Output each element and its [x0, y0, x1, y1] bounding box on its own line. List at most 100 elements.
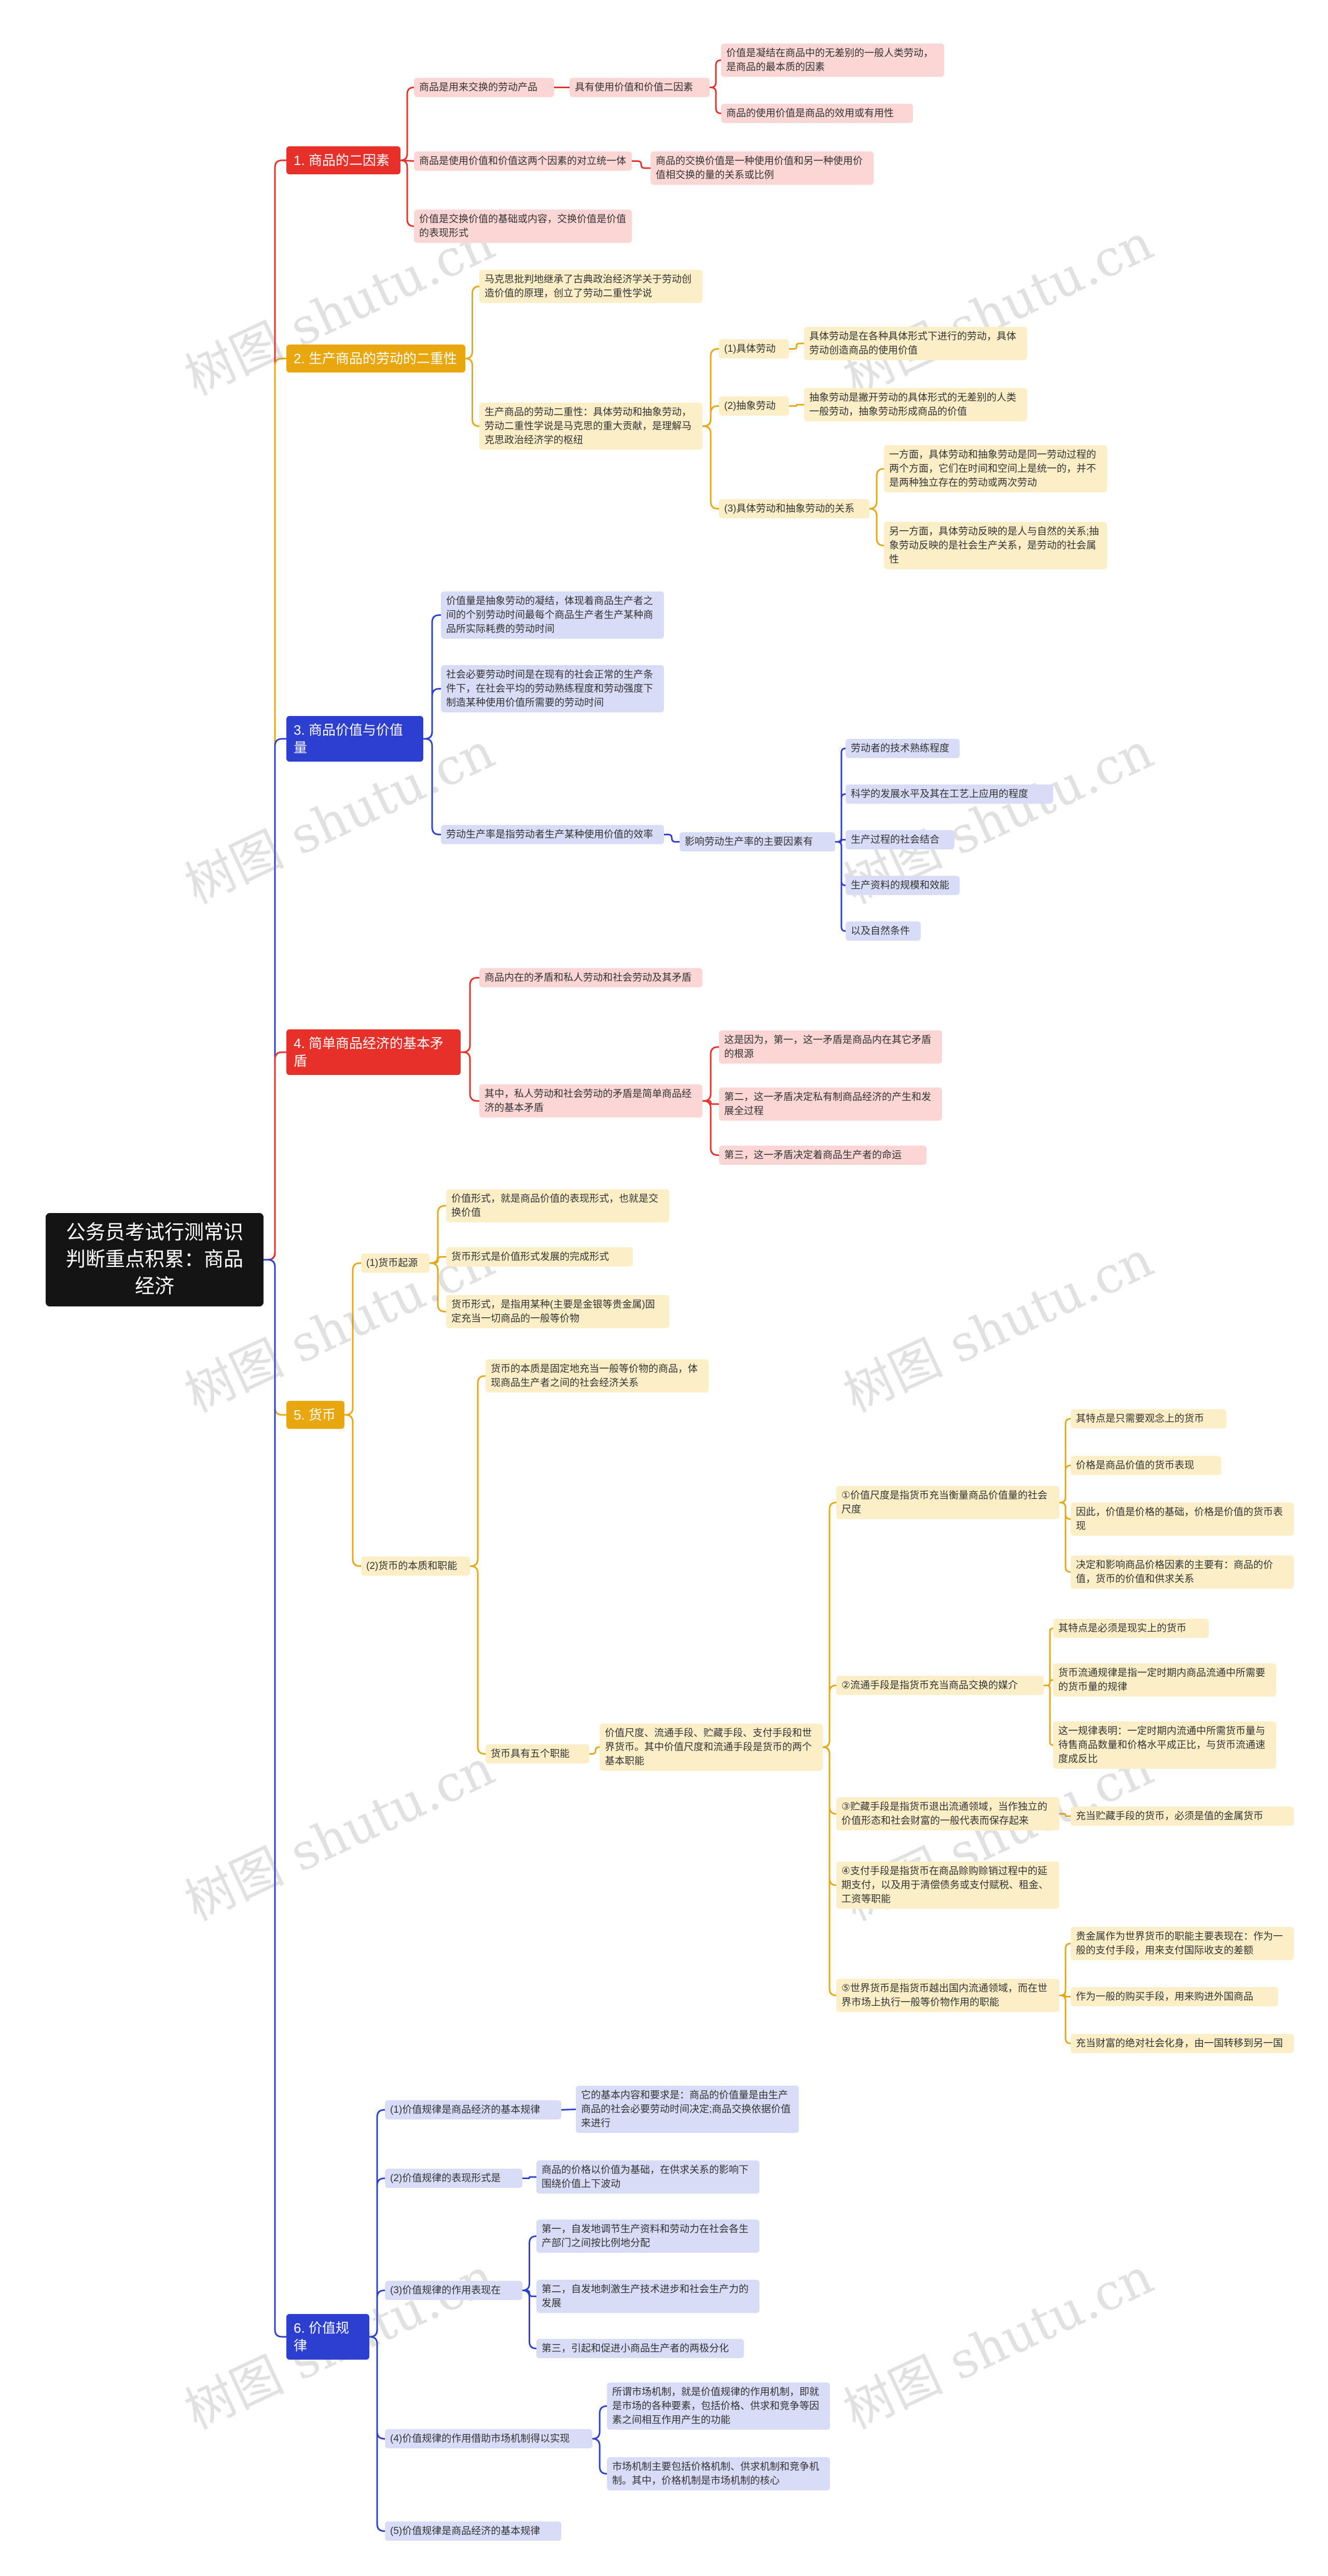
connector-line: [702, 1100, 719, 1105]
node-s6-b[interactable]: (2)价值规律的表现形式是: [385, 2169, 522, 2188]
node-s3-c1b[interactable]: 科学的发展水平及其在工艺上应用的程度: [846, 784, 1053, 804]
node-s4-b2[interactable]: 第二，这一矛盾决定私有制商品经济的产生和发展全过程: [719, 1087, 942, 1121]
node-s1-a1b[interactable]: 商品的使用价值是商品的效用或有用性: [721, 104, 913, 123]
node-s4-b[interactable]: 其中，私人劳动和社会劳动的矛盾是简单商品经济的基本矛盾: [479, 1084, 702, 1118]
connector-line: [465, 357, 480, 427]
node-s4-a[interactable]: 商品内在的矛盾和私人劳动和社会劳动及其矛盾: [479, 968, 702, 987]
connector-line: [589, 1746, 600, 1755]
node-s3-c1c[interactable]: 生产过程的社会结合: [846, 830, 955, 849]
node-s5-f2[interactable]: ②流通手段是指货币充当商品交换的媒介: [836, 1676, 1044, 1695]
node-s4-b3[interactable]: 第三，这一矛盾决定着商品生产者的命运: [719, 1146, 926, 1165]
node-s3-b[interactable]: 社会必要劳动时间是在现有的社会正常的生产条件下，在社会平均的劳动熟练程度和劳动强…: [441, 665, 664, 712]
node-s5-f1c[interactable]: 因此，价值是价格的基础，价格是价值的货币表现: [1071, 1503, 1294, 1536]
node-s2-b1[interactable]: (1)具体劳动: [719, 339, 789, 359]
connector-line: [835, 841, 846, 886]
connector-line: [1059, 1465, 1071, 1504]
topic-law-of-value[interactable]: 6. 价值规律: [286, 2314, 369, 2360]
topic-value-quantity[interactable]: 3. 商品价值与价值量: [286, 716, 423, 762]
node-s1-b[interactable]: 商品是使用价值和价值这两个因素的对立统一体: [414, 151, 632, 171]
node-s2-b[interactable]: 生产商品的劳动二重性：具体劳动和抽象劳动，劳动二重性学说是马克思的重大贡献，是理…: [479, 403, 702, 450]
node-s2-a[interactable]: 马克思批判地继承了古典政治经济学关于劳动创造价值的原理，创立了劳动二重性学说: [479, 270, 702, 303]
node-s5-f3[interactable]: ③贮藏手段是指货币退出流通领域，当作独立的价值形态和社会财富的一般代表而保存起来: [836, 1797, 1059, 1830]
node-s5-f2b[interactable]: 货币流通规律是指一定时期内商品流通中所需要的货币量的规律: [1053, 1663, 1276, 1697]
node-s4-b1[interactable]: 这是因为，第一，这一矛盾是商品内在其它矛盾的根源: [719, 1030, 942, 1064]
node-s5-f1d[interactable]: 决定和影响商品价格因素的主要有：商品的价值，货币的价值和供求关系: [1071, 1555, 1294, 1589]
node-s5-a1[interactable]: 价值形式，就是商品价值的表现形式，也就是交换价值: [446, 1189, 669, 1222]
connector-line: [400, 87, 414, 161]
node-s6-c[interactable]: (3)价值规律的作用表现在: [385, 2281, 522, 2300]
node-s2-b3b[interactable]: 另一方面，具体劳动反映的是人与自然的关系;抽象劳动反映的是社会生产关系，是劳动的…: [884, 522, 1107, 569]
node-s5-f3a[interactable]: 充当贮藏手段的货币，必须是值的金属货币: [1071, 1807, 1294, 1826]
node-s6-e[interactable]: (5)价值规律是商品经济的基本规律: [385, 2522, 561, 2541]
connector-line: [423, 738, 441, 835]
node-s3-c1a[interactable]: 劳动者的技术熟练程度: [846, 739, 960, 758]
node-s6-b1[interactable]: 商品的价格以价值为基础，在供求关系的影响下围绕价值上下波动: [536, 2160, 759, 2194]
node-s5-f5[interactable]: ⑤世界货币是指货币越出国内流通领域，而在世界市场上执行一般等价物作用的职能: [836, 1979, 1059, 2012]
node-s6-d2[interactable]: 市场机制主要包括价格机制、供求机制和竞争机制。其中，价格机制是市场机制的核心: [607, 2457, 830, 2490]
connector-line: [835, 748, 846, 843]
connector-line: [1044, 1628, 1054, 1686]
node-s5-f5a[interactable]: 贵金属作为世界货币的职能主要表现在：作为一般的支付手段，用来支付国际收支的差额: [1071, 1927, 1294, 1960]
connector-line: [430, 1262, 446, 1313]
node-s6-c2[interactable]: 第二，自发地刺激生产技术进步和社会生产力的发展: [536, 2280, 759, 2313]
node-s2-b2[interactable]: (2)抽象劳动: [719, 396, 789, 416]
root-topic[interactable]: 公务员考试行测常识判断重点积累：商品经济: [46, 1213, 264, 1306]
connector-line: [789, 342, 804, 350]
connector-line: [470, 1375, 486, 1567]
topic-currency[interactable]: 5. 货币: [286, 1401, 344, 1429]
node-s1-a1a[interactable]: 价值是凝结在商品中的无差别的一般人类劳动，是商品的最本质的因素: [721, 44, 944, 77]
node-s1-a1[interactable]: 具有使用价值和价值二因素: [570, 78, 710, 97]
node-s5-b1[interactable]: 货币的本质是固定地充当一般等价物的商品，体现商品生产者之间的社会经济关系: [486, 1359, 709, 1393]
node-s5-a3[interactable]: 货币形式，是指用某种(主要是金银等贵金属)固定充当一切商品的一般等价物: [446, 1295, 669, 1328]
connector-line: [470, 1565, 486, 1755]
node-s6-a[interactable]: (1)价值规律是商品经济的基本规律: [385, 2100, 561, 2119]
connector-line: [522, 2176, 536, 2179]
node-s3-c1d[interactable]: 生产资料的规模和效能: [846, 876, 960, 895]
connector-line: [1059, 1994, 1071, 1998]
connector-line: [522, 2235, 537, 2291]
node-s5-b[interactable]: (2)货币的本质和职能: [361, 1556, 470, 1576]
connector-line: [369, 2290, 385, 2338]
node-s5-f4[interactable]: ④支付手段是指货币在商品赊购赊销过程中的延期支付，以及用于清偿债务或支付赋税、租…: [836, 1862, 1059, 1909]
node-s5-f1[interactable]: ①价值尺度是指货币充当衡量商品价值量的社会尺度: [836, 1486, 1059, 1519]
node-s5-f5b[interactable]: 作为一般的购买手段，用来购进外国商品: [1071, 1987, 1278, 2006]
connector-line: [264, 1259, 286, 2338]
node-s6-d1[interactable]: 所谓市场机制，就是价值规律的作用机制，即就是市场的各种要素，包括价格、供求和竞争…: [607, 2382, 830, 2430]
node-s2-b3a[interactable]: 一方面，具体劳动和抽象劳动是同一劳动过程的两个方面，它们在时间和空间上是统一的，…: [884, 445, 1107, 492]
node-s5-f5c[interactable]: 充当财富的绝对社会化身，由一国转移到另一国: [1071, 2034, 1294, 2053]
node-s1-a[interactable]: 商品是用来交换的劳动产品: [414, 78, 554, 97]
node-s6-d[interactable]: (4)价值规律的作用借助市场机制得以实现: [385, 2429, 592, 2448]
node-s1-b1[interactable]: 商品的交换价值是一种使用价值和另一种使用价值相交换的量的关系或比例: [651, 151, 874, 185]
topic-basic-contradiction[interactable]: 4. 简单商品经济的基本矛盾: [286, 1029, 461, 1075]
connector-line: [592, 2405, 607, 2440]
node-s2-b3[interactable]: (3)具体劳动和抽象劳动的关系: [719, 499, 869, 518]
connector-line: [789, 404, 804, 407]
node-s5-f1b[interactable]: 价格是商品价值的货币表现: [1071, 1456, 1221, 1475]
node-s3-a[interactable]: 价值量是抽象劳动的凝结，体现着商品生产者之间的个别劳动时间最每个商品生产者生产某…: [441, 591, 664, 639]
node-s5-a[interactable]: (1)货币起源: [361, 1253, 430, 1273]
node-s6-c3[interactable]: 第三，引起和促进小商品生产者的两极分化: [536, 2339, 744, 2358]
node-s6-c1[interactable]: 第一，自发地调节生产资料和劳动力在社会各生产部门之间按比例地分配: [536, 2220, 759, 2253]
connector-line: [835, 841, 846, 932]
connector-line: [835, 793, 846, 843]
node-s3-c1[interactable]: 影响劳动生产率的主要因素有: [680, 832, 835, 851]
topic-labor-duality[interactable]: 2. 生产商品的劳动的二重性: [286, 345, 465, 373]
node-s5-f2c[interactable]: 这一规律表明：一定时期内流通中所需货币量与待售商品数量和价格水平成正比，与货币流…: [1053, 1721, 1276, 1769]
node-s1-c[interactable]: 价值是交换价值的基础或内容，交换价值是价值的表现形式: [414, 210, 632, 243]
node-s5-f1a[interactable]: 其特点是只需要观念上的货币: [1071, 1409, 1226, 1428]
topic-commodity-two-factors[interactable]: 1. 商品的二因素: [286, 146, 400, 174]
node-s5-a2[interactable]: 货币形式是价值形式发展的完成形式: [446, 1247, 633, 1266]
node-s5-b2[interactable]: 货币具有五个职能: [486, 1744, 589, 1764]
node-s6-a1[interactable]: 它的基本内容和要求是：商品的价值量是由生产商品的社会必要劳动时间决定;商品交换依…: [576, 2086, 799, 2133]
node-s5-f2a[interactable]: 其特点是必须是现实上的货币: [1053, 1619, 1209, 1638]
node-s3-c[interactable]: 劳动生产率是指劳动者生产某种使用价值的效率: [441, 825, 664, 844]
node-s2-b1a[interactable]: 具体劳动是在各种具体形式下进行的劳动，具体劳动创造商品的使用价值: [804, 327, 1027, 360]
connector-line: [369, 2336, 385, 2532]
node-s3-c1e[interactable]: 以及自然条件: [846, 921, 921, 941]
connector-line: [835, 839, 846, 843]
node-s5-b2x[interactable]: 价值尺度、流通手段、贮藏手段、支付手段和世界货币。其中价值尺度和流通手段是货币的…: [600, 1724, 823, 1771]
connector-line: [430, 1256, 446, 1264]
node-s2-b2a[interactable]: 抽象劳动是撇开劳动的具体形式的无差别的人类一般劳动，抽象劳动形成商品的价值: [804, 388, 1027, 421]
